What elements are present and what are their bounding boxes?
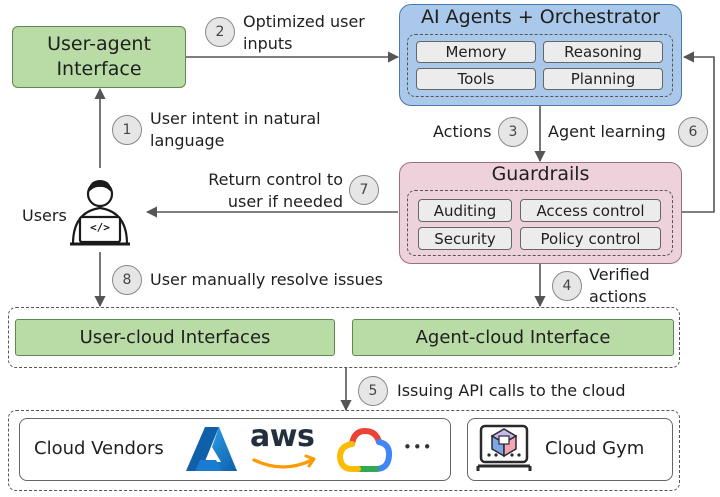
arrow-6 — [681, 51, 715, 213]
more-vendors-icon: ••• — [403, 438, 433, 456]
step-1-label: User intent in natural language — [150, 109, 321, 150]
policy-control-chip: Policy control — [520, 227, 661, 250]
step-5-label: Issuing API calls to the cloud — [397, 381, 626, 400]
cloud-group — [8, 410, 680, 491]
step-2-label: Optimized user inputs — [243, 12, 365, 53]
step-1-badge: 1 — [112, 115, 142, 145]
agent-cloud-interface-box: Agent-cloud Interface — [352, 319, 674, 356]
orchestrator-title: AI Agents + Orchestrator — [421, 6, 660, 28]
user-cloud-interfaces-label: User-cloud Interfaces — [79, 327, 271, 348]
agent-cloud-interface-label: Agent-cloud Interface — [415, 327, 611, 348]
step-8-badge: 8 — [112, 265, 142, 295]
step-6-label: Agent learning — [548, 122, 666, 141]
step-6-badge: 6 — [678, 117, 708, 147]
guardrails-components — [407, 190, 673, 256]
users-label: Users — [22, 206, 67, 225]
user-agent-interface-box: User-agent Interface — [12, 26, 186, 88]
orchestrator-components — [407, 34, 673, 97]
cloud-vendors-label: Cloud Vendors — [34, 438, 164, 459]
step-2-badge: 2 — [205, 17, 235, 47]
aws-logo-icon: aws — [250, 419, 315, 454]
step-3-badge: 3 — [498, 117, 528, 147]
step-4-label: Verified actions — [589, 265, 650, 306]
user-agent-interface-label: User-agent Interface — [47, 33, 151, 80]
user-cloud-interfaces-box: User-cloud Interfaces — [15, 319, 335, 356]
laptop-code-symbol: </> — [90, 221, 110, 234]
memory-chip: Memory — [416, 41, 536, 63]
cloud-gym-label: Cloud Gym — [545, 438, 645, 459]
tools-chip: Tools — [416, 68, 536, 90]
step-7-badge: 7 — [349, 175, 379, 205]
security-chip: Security — [418, 227, 512, 250]
step-5-badge: 5 — [358, 376, 388, 406]
step-3-label: Actions — [433, 122, 492, 141]
step-7-label: Return control to user if needed — [208, 170, 343, 211]
access-control-chip: Access control — [520, 199, 661, 222]
interfaces-group — [8, 307, 680, 368]
guardrails-title: Guardrails — [491, 163, 590, 185]
step-4-badge: 4 — [552, 271, 582, 301]
auditing-chip: Auditing — [418, 199, 512, 222]
step-8-label: User manually resolve issues — [150, 270, 383, 289]
reasoning-chip: Reasoning — [543, 41, 663, 63]
planning-chip: Planning — [543, 68, 663, 90]
